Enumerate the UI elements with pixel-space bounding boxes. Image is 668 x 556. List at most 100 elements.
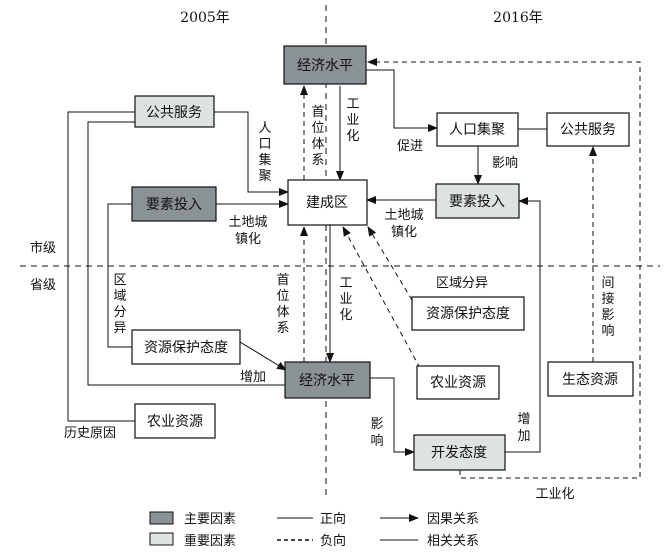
label-char: 首 bbox=[311, 105, 324, 120]
edge-dev-factor bbox=[505, 197, 541, 453]
edge-public-service-built bbox=[214, 111, 289, 196]
label-population-aggregation: 人 口 集 聚 bbox=[258, 121, 271, 184]
node-econ-bottom-box[interactable] bbox=[284, 361, 371, 399]
label-char: 化 bbox=[346, 129, 359, 144]
legend-important-factor-label: 重要因素 bbox=[184, 533, 236, 549]
node-population-right-label: 人口集聚 bbox=[449, 121, 505, 138]
label-influence-bottom: 影 响 bbox=[370, 417, 383, 449]
label-char: 集 bbox=[258, 152, 271, 168]
label-char: 位 bbox=[311, 121, 324, 136]
label-increase-right: 增 加 bbox=[517, 412, 530, 444]
label-line: 土地城 bbox=[228, 215, 267, 230]
label-line: 镇化 bbox=[235, 232, 261, 247]
label-promote: 促进 bbox=[397, 139, 423, 154]
label-industrialization-top: 工 业 化 bbox=[346, 97, 359, 144]
node-agri-resource-mid-box[interactable] bbox=[416, 365, 500, 400]
label-char: 位 bbox=[276, 289, 289, 304]
node-public-service-right-box[interactable] bbox=[546, 112, 630, 147]
label-char: 区 bbox=[113, 273, 126, 288]
label-char: 响 bbox=[601, 323, 614, 339]
label-char: 响 bbox=[370, 433, 383, 449]
label-char: 体 bbox=[311, 137, 324, 152]
label-industrialization-outer: 工业化 bbox=[535, 487, 574, 502]
node-agri-resource-left-box[interactable] bbox=[134, 403, 216, 439]
label-increase-left: 增加 bbox=[240, 370, 266, 385]
label-char: 接 bbox=[601, 291, 614, 307]
label-line: 土地城 bbox=[384, 208, 423, 223]
node-built-area-box[interactable] bbox=[287, 179, 368, 226]
year-right-label: 2016年 bbox=[493, 10, 543, 26]
label-land-urbanization-right: 土地城 镇化 bbox=[384, 208, 423, 240]
edge-econ-dev-attitude bbox=[370, 377, 415, 456]
label-char: 口 bbox=[258, 137, 271, 152]
label-primacy-bottom: 首 位 体 系 bbox=[276, 273, 289, 336]
label-char: 首 bbox=[276, 273, 289, 288]
legend-important-factor-swatch bbox=[149, 532, 174, 546]
node-public-service-left-box[interactable] bbox=[134, 95, 215, 128]
label-char: 分 bbox=[113, 305, 126, 320]
node-eco-resource-label: 生态资源 bbox=[562, 372, 618, 388]
label-char: 聚 bbox=[258, 169, 271, 184]
legend: 主要因素 重要因素 正向 负向 因果关系 相关关系 bbox=[149, 511, 479, 549]
node-agri-resource-mid-label: 农业资源 bbox=[430, 375, 486, 391]
label-char: 业 bbox=[339, 292, 352, 307]
label-regional-divide-right: 区域分异 bbox=[436, 276, 488, 291]
label-indirect-influence: 间 接 影 响 bbox=[601, 276, 614, 339]
label-char: 异 bbox=[113, 321, 126, 336]
label-historical-reason: 历史原因 bbox=[64, 426, 116, 441]
legend-positive-label: 正向 bbox=[320, 511, 346, 527]
edge-public-service-econ bbox=[87, 121, 285, 386]
node-factor-input-right-box[interactable] bbox=[435, 183, 520, 219]
label-regional-divide-left: 区 域 分 异 bbox=[113, 273, 126, 336]
edge-dev-econ-top-dashed bbox=[367, 58, 641, 479]
edge-public-service-history bbox=[67, 111, 135, 422]
node-factor-input-right-label: 要素投入 bbox=[449, 194, 505, 210]
edge-attitude-econ bbox=[239, 341, 287, 371]
edge-factor-resource-attitude bbox=[107, 203, 132, 348]
label-char: 域 bbox=[113, 289, 126, 304]
node-factor-input-left-box[interactable] bbox=[131, 186, 217, 222]
label-char: 业 bbox=[346, 113, 359, 128]
label-char: 影 bbox=[601, 308, 614, 323]
label-land-urbanization-left: 土地城 镇化 bbox=[228, 215, 267, 247]
label-char: 体 bbox=[276, 305, 289, 320]
node-resource-attitude-left-box[interactable] bbox=[131, 329, 241, 365]
legend-main-factor-label: 主要因素 bbox=[184, 512, 236, 527]
node-dev-attitude-label: 开发态度 bbox=[431, 445, 487, 461]
label-char: 工 bbox=[339, 276, 352, 291]
node-population-right-box[interactable] bbox=[436, 112, 519, 147]
label-char: 化 bbox=[339, 308, 352, 323]
label-char: 间 bbox=[601, 276, 614, 291]
node-resource-attitude-mid-box[interactable] bbox=[411, 296, 525, 331]
node-dev-attitude-box[interactable] bbox=[413, 434, 506, 471]
label-char: 加 bbox=[517, 429, 530, 444]
level-city-label: 市级 bbox=[30, 240, 56, 256]
label-influence-right: 影响 bbox=[492, 155, 518, 171]
label-industrialization-bottom: 工 业 化 bbox=[339, 276, 352, 323]
label-char: 系 bbox=[276, 321, 289, 336]
legend-causal-label: 因果关系 bbox=[427, 512, 479, 527]
label-primacy-top: 首 位 体 系 bbox=[311, 105, 324, 168]
node-econ-top-box[interactable] bbox=[283, 45, 367, 85]
label-char: 影 bbox=[370, 417, 383, 432]
node-factor-input-left-label: 要素投入 bbox=[146, 197, 202, 213]
node-public-service-right-label: 公共服务 bbox=[560, 122, 616, 138]
label-line: 镇化 bbox=[391, 225, 417, 240]
label-char: 系 bbox=[311, 153, 324, 168]
legend-negative-label: 负向 bbox=[320, 533, 346, 549]
node-resource-attitude-left-label: 资源保护态度 bbox=[144, 340, 228, 356]
node-resource-attitude-mid-label: 资源保护态度 bbox=[426, 306, 510, 322]
node-eco-resource-box[interactable] bbox=[547, 361, 634, 397]
legend-correlation-label: 相关关系 bbox=[427, 534, 479, 549]
level-province-label: 省级 bbox=[30, 278, 56, 293]
node-agri-resource-left-label: 农业资源 bbox=[147, 414, 203, 430]
label-char: 工 bbox=[346, 97, 359, 112]
legend-main-factor-swatch bbox=[149, 511, 174, 525]
label-char: 增 bbox=[517, 412, 530, 427]
edge-econ-population bbox=[366, 69, 438, 132]
node-econ-bottom-label: 经济水平 bbox=[299, 373, 355, 389]
edge-agri-mid-built bbox=[342, 226, 421, 369]
label-char: 人 bbox=[258, 121, 271, 136]
